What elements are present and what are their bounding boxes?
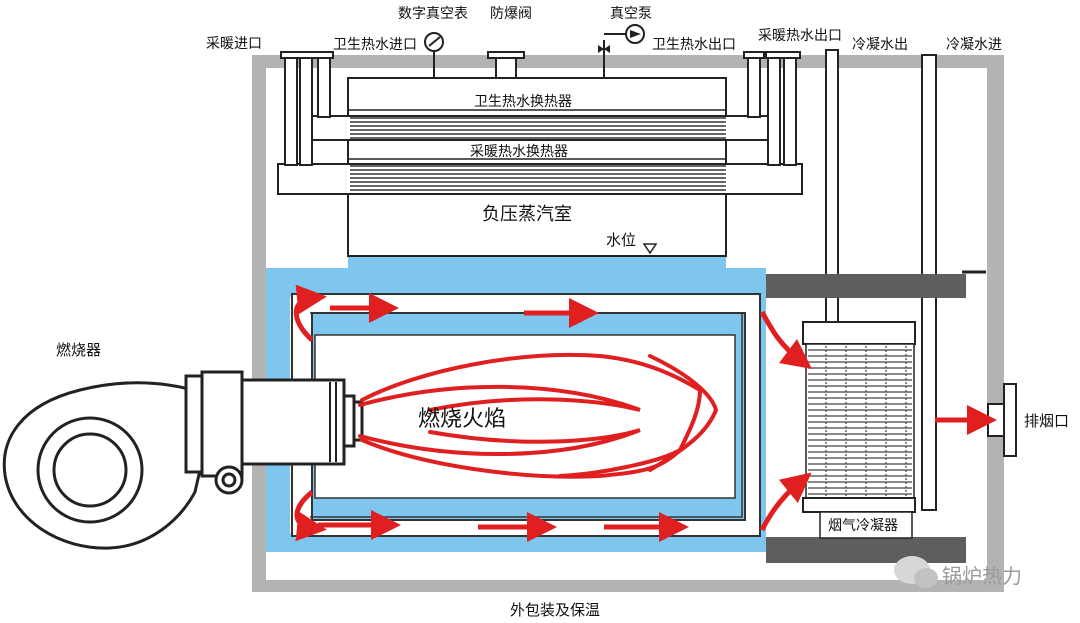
label-explosion-valve: 防爆阀 <box>490 6 532 22</box>
water-level-icon <box>642 243 658 255</box>
gauge-needle <box>428 36 441 47</box>
label-flame: 燃烧火焰 <box>418 407 506 432</box>
burner-unit <box>2 370 364 550</box>
label-burner: 燃烧器 <box>56 341 101 359</box>
label-heating-exchanger: 采暖热水换热器 <box>470 143 568 160</box>
flame-shape <box>358 352 719 479</box>
lower-flue-panel <box>766 537 966 563</box>
watermark-text: 锅炉热力 <box>942 564 1022 588</box>
label-insulation: 外包装及保温 <box>510 601 600 619</box>
flow-arrows <box>293 284 997 542</box>
condenser-fins <box>808 346 912 496</box>
label-heating-outlet: 采暖热水出口 <box>758 28 842 44</box>
right-pipes <box>743 51 801 166</box>
label-exhaust: 排烟口 <box>1024 412 1069 430</box>
explosion-valve-cap <box>487 51 525 59</box>
valve-icon <box>598 45 610 53</box>
condenser-body <box>805 343 915 499</box>
left-pipes <box>280 51 334 166</box>
burner-ribs <box>329 382 337 462</box>
water-surface-band <box>348 255 726 269</box>
explosion-valve-icon <box>495 55 517 79</box>
condenser-top-plate <box>802 321 916 345</box>
label-steam-chamber: 负压蒸汽室 <box>482 204 572 225</box>
label-vacuum-pump: 真空泵 <box>610 6 652 22</box>
condenser-bottom-plate <box>802 497 916 513</box>
chat-bubble-icon-small <box>914 568 938 588</box>
label-sanitary-exchanger: 卫生热水换热器 <box>474 93 572 110</box>
label-condensate-in: 冷凝水进 <box>946 37 1002 53</box>
exhaust-flange <box>1003 383 1017 457</box>
heating-exchanger-tubes <box>350 165 726 191</box>
label-condensate-out: 冷凝水出 <box>852 37 908 53</box>
label-sanitary-inlet: 卫生热水进口 <box>333 37 417 53</box>
label-water-level: 水位 <box>606 231 636 249</box>
label-sanitary-outlet: 卫生热水出口 <box>652 37 736 53</box>
label-flue-condenser: 烟气冷凝器 <box>828 518 898 534</box>
upper-flue-panel <box>766 274 966 298</box>
condenser-label-box <box>819 511 913 539</box>
sanitary-exchanger-header <box>311 115 769 141</box>
watermark: 锅炉热力 <box>894 556 1022 588</box>
pump-impeller <box>630 30 641 38</box>
exhaust-neck <box>987 403 1005 437</box>
heating-exchanger-header <box>277 163 803 195</box>
label-vacuum-gauge: 数字真空表 <box>398 6 468 22</box>
label-heating-inlet: 采暖进口 <box>206 36 262 52</box>
sanitary-exchanger-tubes <box>350 117 726 139</box>
